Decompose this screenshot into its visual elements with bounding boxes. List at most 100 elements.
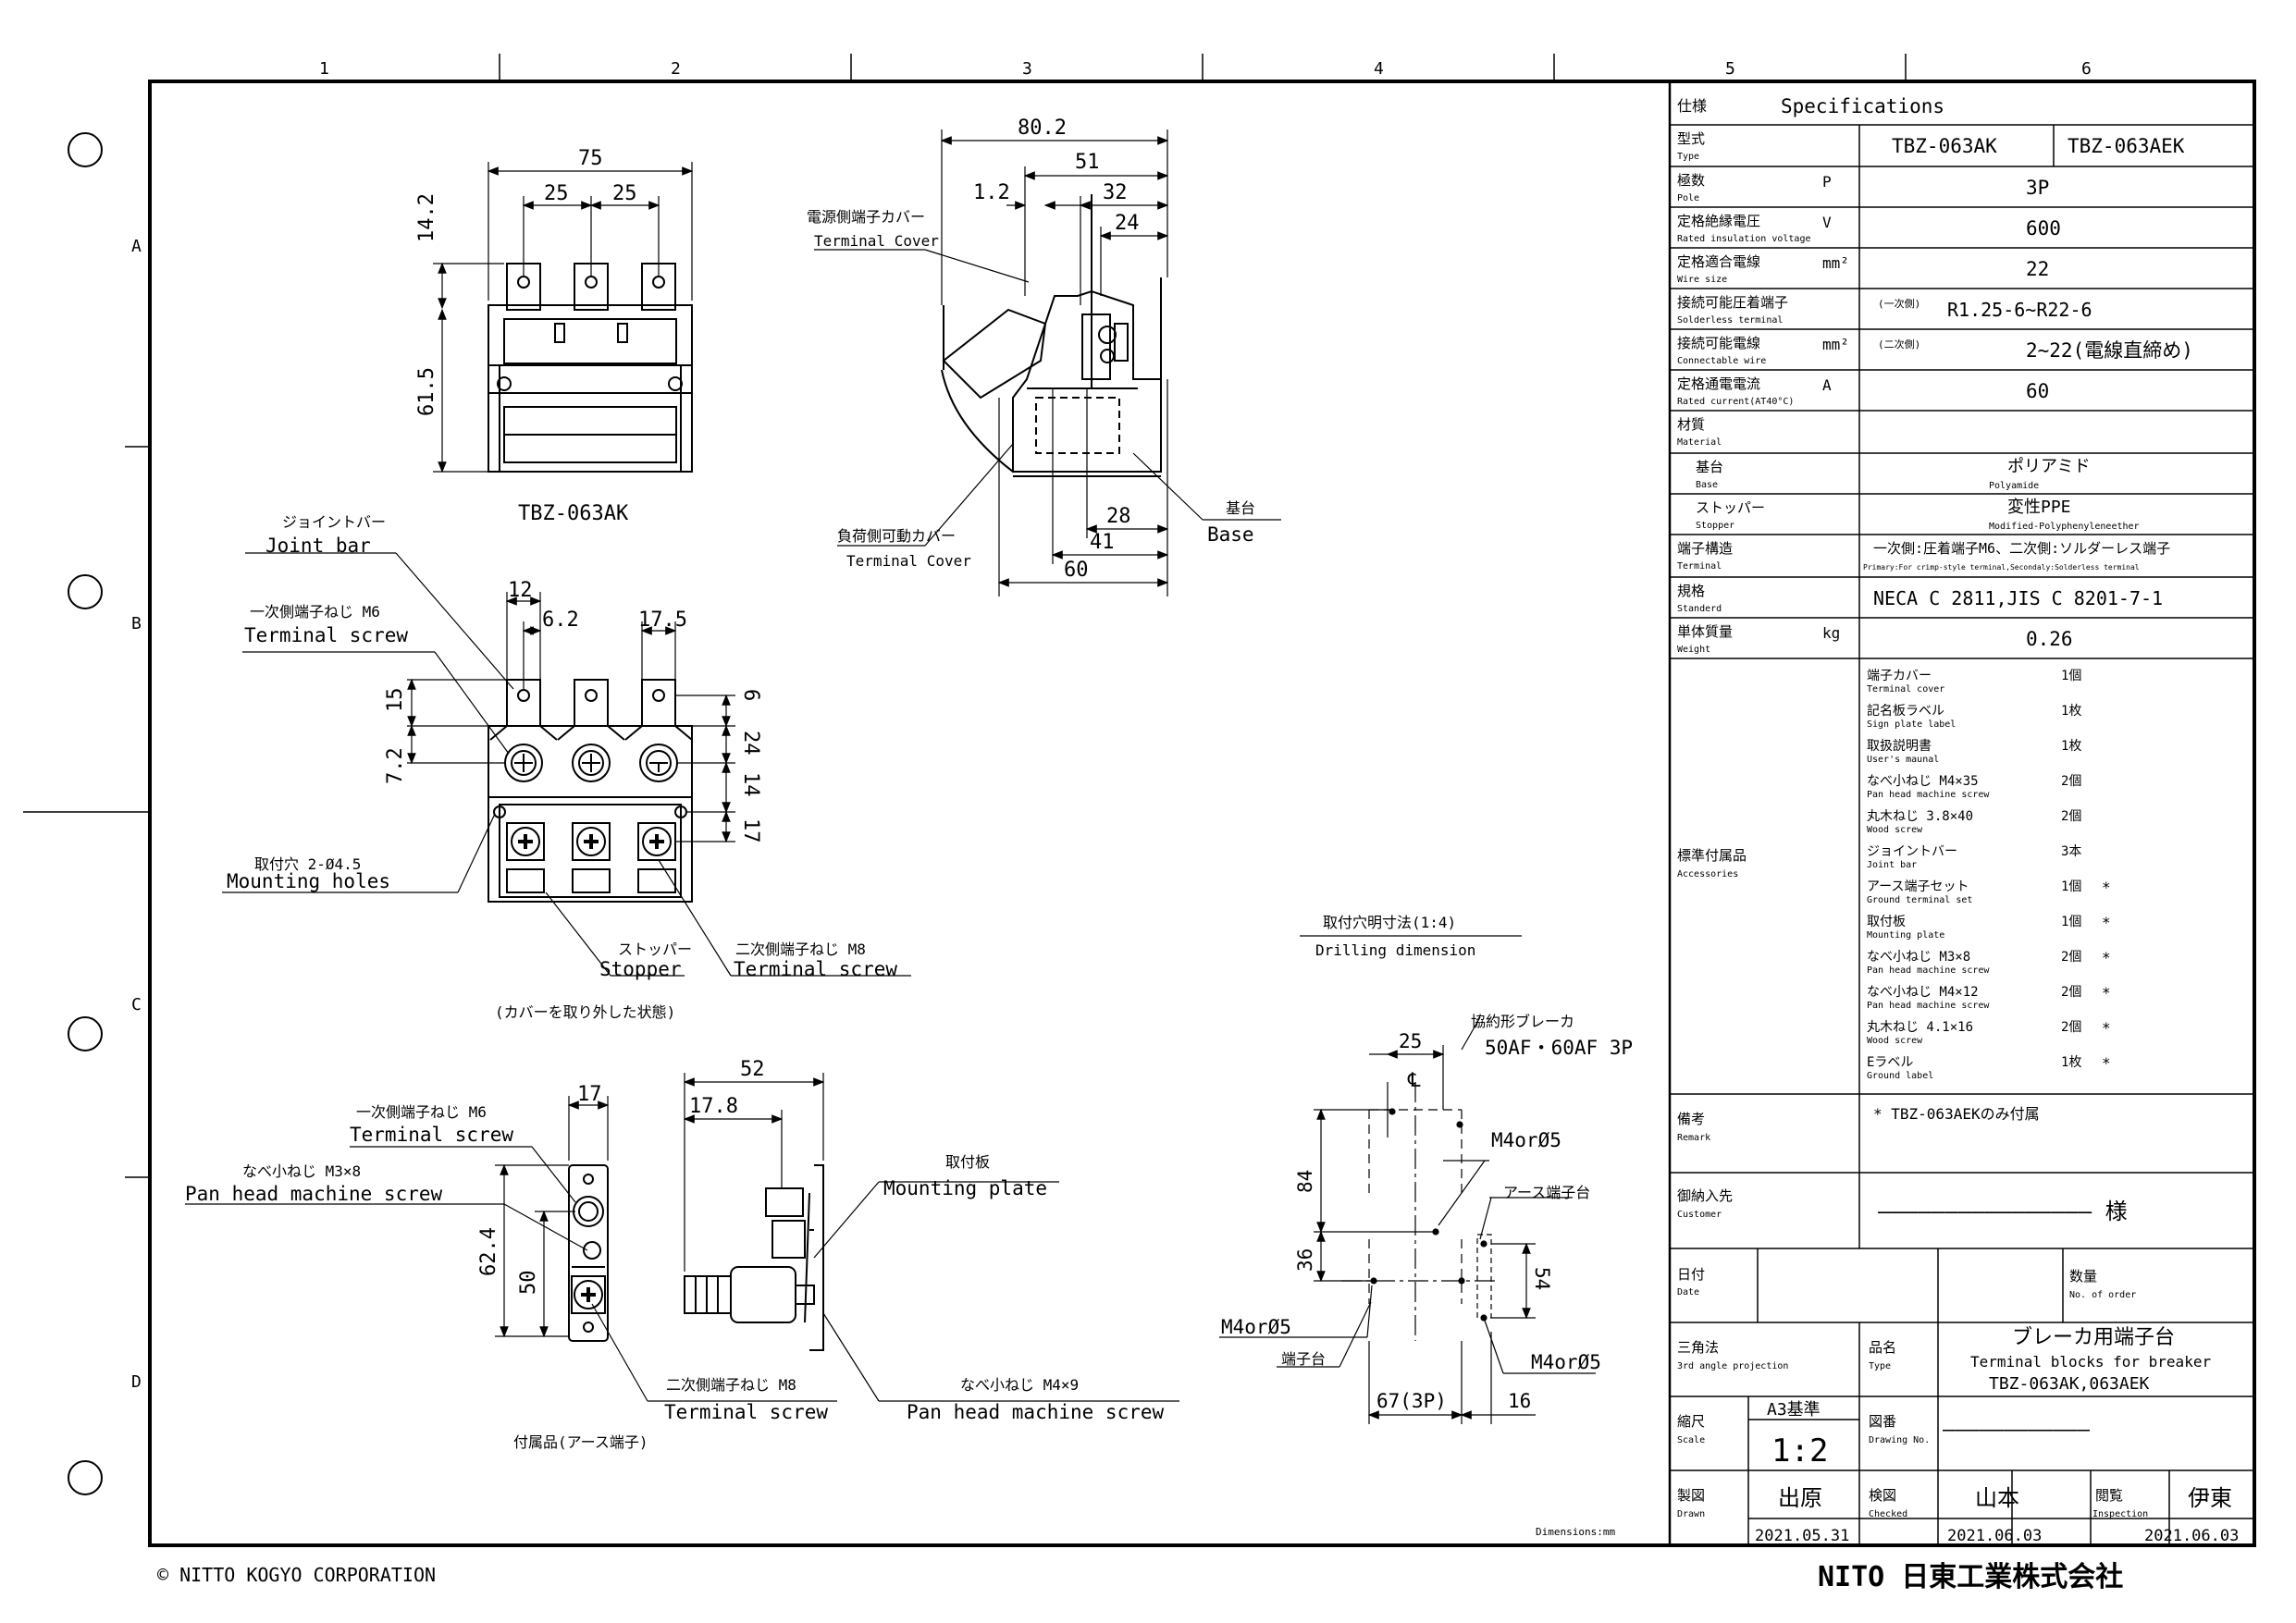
- ground-caption: 付属品(アース端子): [513, 1433, 648, 1451]
- label-stopper-en: Stopper: [599, 958, 682, 980]
- spec-row-value: 22: [2026, 258, 2049, 280]
- label-g-pan2: なべ小ねじ M4×9: [960, 1376, 1079, 1394]
- label-load-cover-en: Terminal Cover: [846, 552, 971, 570]
- dim-80-2: 80.2: [1018, 117, 1067, 140]
- drawn-label-en: Drawn: [1677, 1509, 1705, 1519]
- spec-row-value-en: Modified-Polyphenyleneether: [1989, 522, 2140, 532]
- spec-row-unit: mm²: [1822, 254, 1849, 272]
- top-view: [488, 263, 693, 473]
- label-joint-bar: ジョイントバー: [282, 513, 386, 531]
- spec-row-label-en: Wire size: [1677, 275, 1727, 285]
- hole-spec-2: M4orØ5: [1221, 1316, 1291, 1338]
- breaker-spec: 50AF・60AF 3P: [1485, 1037, 1633, 1059]
- label-base-en: Base: [1207, 523, 1254, 546]
- label-g-pan: なべ小ねじ M3×8: [242, 1162, 361, 1180]
- terminal-label: 端子台: [1281, 1350, 1326, 1368]
- spec-row-value: 3P: [2026, 177, 2049, 199]
- accessory-mark: *: [2102, 984, 2111, 1002]
- accessory-name-en: Mounting plate: [1867, 930, 1944, 941]
- front-view: [488, 679, 693, 903]
- dim-17: 17: [739, 818, 762, 843]
- label-mounting-holes-en: Mounting holes: [227, 870, 390, 892]
- label-source-cover: 電源側端子カバー: [807, 208, 925, 226]
- label-g-t2-en: Terminal screw: [664, 1401, 828, 1423]
- grid-col-6: 6: [2081, 59, 2092, 79]
- spec-row-label-en: Base: [1696, 480, 1718, 490]
- accessory-mark: *: [2102, 1019, 2111, 1037]
- label-g-t2: 二次側端子ねじ M8: [666, 1376, 796, 1394]
- company-logo: NITO 日東工業株式会社: [1818, 1561, 2123, 1593]
- spec-row-value: R1.25-6~R22-6: [1947, 299, 2092, 321]
- drawing-no-label-en: Drawing No.: [1869, 1435, 1930, 1445]
- spec-row-prefix: (二次側): [1878, 338, 1920, 350]
- dim-52: 52: [740, 1058, 765, 1081]
- label-terminal-screw-m8: 二次側端子ねじ M8: [735, 941, 866, 958]
- dim-16: 16: [1508, 1390, 1531, 1412]
- spec-row-label: 極数: [1677, 172, 1705, 189]
- drawn-label: 製図: [1677, 1487, 1705, 1504]
- spec-row-value: ポリアミド: [2007, 457, 2091, 476]
- ground-terminal-dims: [185, 1073, 1179, 1402]
- label-g-t1-en: Terminal screw: [350, 1124, 513, 1146]
- accessory-qty: 1個: [2061, 879, 2081, 894]
- grid-col-5: 5: [1725, 59, 1735, 79]
- spec-row-label: 接続可能圧着端子: [1677, 294, 1788, 311]
- spec-row-label: 接続可能電線: [1677, 335, 1760, 351]
- accessory-name-en: Pan head machine screw: [1867, 1001, 1990, 1011]
- hole-spec-1: M4orØ5: [1491, 1129, 1562, 1151]
- spec-row-value: NECA C 2811,JIS C 8201-7-1: [1873, 587, 2163, 609]
- accessory-mark: *: [2102, 949, 2111, 966]
- accessory-qty: 1個: [2061, 915, 2081, 929]
- spec-header-jp: 仕様: [1677, 97, 1707, 115]
- accessory-name-en: Sign plate label: [1867, 719, 1956, 730]
- spec-value-tbz-063aek: TBZ-063AEK: [2068, 135, 2185, 157]
- spec-row-value: 変性PPE: [2007, 498, 2071, 517]
- remark-value: * TBZ-063AEKのみ付属: [1873, 1105, 2040, 1123]
- remark-label-en: Remark: [1677, 1133, 1710, 1143]
- spec-row-label: 定格絶縁電圧: [1677, 213, 1760, 229]
- scale-standard: A3基準: [1767, 1400, 1821, 1420]
- spec-row-value-en: Polyamide: [1989, 481, 2039, 491]
- spec-row-label-en: Rated insulation voltage: [1677, 234, 1811, 244]
- scale-label-en: Scale: [1677, 1435, 1705, 1445]
- centerline-mark: ℄: [1407, 1069, 1421, 1091]
- ground-terminal: [568, 1164, 824, 1351]
- drawing-no-label: 図番: [1869, 1413, 1896, 1430]
- qty-label-en: No. of order: [2069, 1290, 2136, 1300]
- spec-row-label: 基台: [1696, 459, 1723, 475]
- inspection-date: 2021.06.03: [2144, 1527, 2239, 1545]
- spec-row-label: 規格: [1677, 583, 1705, 599]
- binder-holes: [68, 132, 103, 1495]
- spec-row-label: 単体質量: [1677, 623, 1733, 640]
- dim-12: 12: [508, 579, 533, 602]
- side-view: [941, 194, 1162, 477]
- inspection-label-en: Inspection: [2092, 1509, 2148, 1519]
- accessory-name: なべ小ねじ M3×8: [1867, 950, 1970, 965]
- dim-25b: 25: [612, 182, 637, 205]
- accessory-qty: 1個: [2061, 669, 2081, 683]
- dim-24: 24: [1115, 212, 1140, 235]
- label-g-pan2-en: Pan head machine screw: [907, 1401, 1165, 1423]
- dim-84: 84: [1294, 1170, 1316, 1193]
- dim-7-2: 7.2: [384, 747, 407, 784]
- spec-row-unit: V: [1822, 214, 1832, 231]
- breaker-label: 協約形ブレーカ: [1471, 1013, 1574, 1030]
- spec-row-label-en: Terminal: [1677, 561, 1722, 572]
- dimensions-unit: Dimensions:mm: [1536, 1526, 1615, 1538]
- label-g-pan-en: Pan head machine screw: [185, 1183, 443, 1205]
- label-g-plate-en: Mounting plate: [883, 1177, 1047, 1199]
- accessory-name: 丸木ねじ 4.1×16: [1867, 1020, 1973, 1035]
- dim-61-5: 61.5: [415, 367, 438, 416]
- spec-row-value-en: Primary:For crimp-style terminal,Seconda…: [1863, 563, 2140, 572]
- accessory-qty: 1枚: [2061, 1055, 2081, 1070]
- accessory-qty: 2個: [2061, 950, 2081, 965]
- dim-25d: 25: [1399, 1030, 1422, 1052]
- dim-28: 28: [1106, 505, 1131, 528]
- accessory-name: なべ小ねじ M4×35: [1867, 774, 1979, 789]
- dim-17-5: 17.5: [638, 609, 687, 632]
- accessories-label: 標準付属品: [1677, 847, 1747, 864]
- accessory-name: ジョイントバー: [1867, 844, 1957, 859]
- qty-label: 数量: [2069, 1268, 2097, 1285]
- drilling-title-en: Drilling dimension: [1315, 941, 1475, 959]
